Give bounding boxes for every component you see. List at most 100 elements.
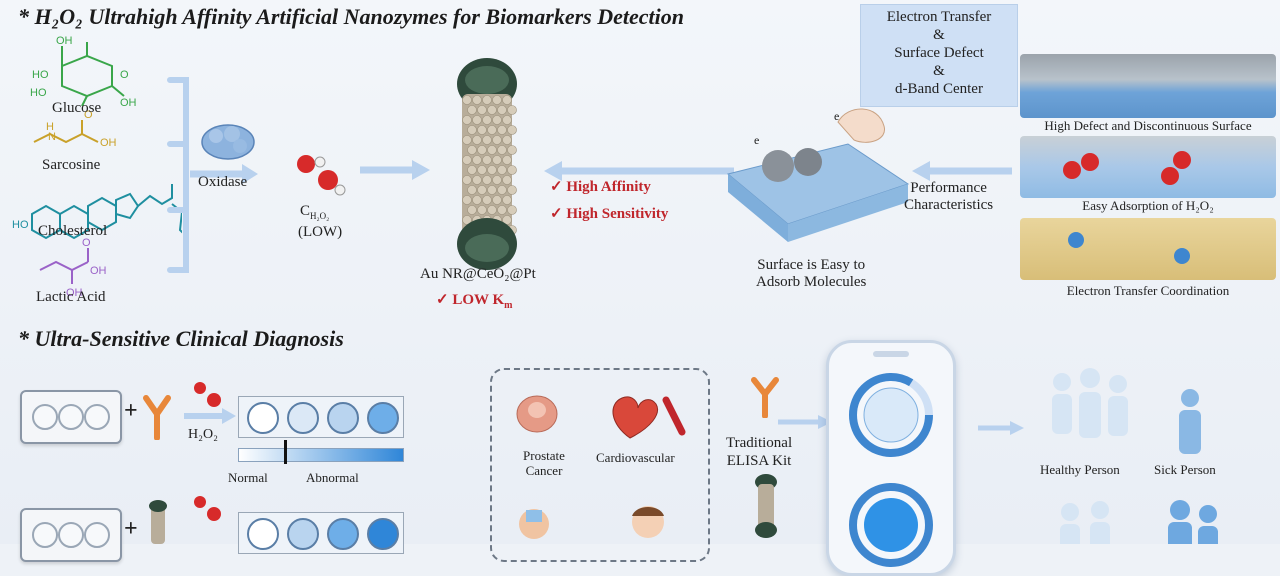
well-plate-1 [20,390,122,444]
check-high-affinity: ✓ High Affinity [550,179,651,195]
sick-person-icon [1179,389,1201,454]
mechanism-box: Electron Transfer & Surface Defect & d-B… [860,4,1018,107]
prostate-icon [516,395,558,433]
svg-text:OH: OH [120,97,137,109]
substrate-lactic-acid: Lactic Acid [36,289,106,305]
nanoparticle-dot [487,205,497,215]
mechanism-line5: d-Band Center [895,81,983,97]
well [58,522,84,548]
panel-adsorption-image [1020,136,1276,198]
h2o2-small-icon-1 [194,382,221,407]
nanoparticle-dot [467,205,477,215]
surface-caption-line2: Adsorb Molecules [756,274,867,290]
healthy-person-label: Healthy Person [1040,462,1120,477]
nanoparticle-dot [502,95,512,105]
nanoparticle-dot [497,145,507,155]
arrow-elisa [778,415,832,429]
nanoparticle-dot [472,95,482,105]
svg-text:HO: HO [32,69,49,81]
performance-line1: Performance [910,180,987,196]
panel-adsorption-molecules [1063,151,1191,185]
svg-text:H: H [46,121,54,133]
nanoparticle-dot [507,125,517,135]
nanoparticle-dot [477,185,487,195]
elisa-antibody-icon [751,377,779,418]
panel-defect-caption: High Defect and Discontinuous Surface [1044,118,1252,133]
top-title-text: H₂O₂ Ultrahigh Affinity Artificial Nanoz… [34,4,685,29]
nanoparticle-dot [462,175,472,185]
nanoparticle-dot [507,185,517,195]
nanoparticle-dot [492,95,502,105]
nanoparticle-dot [477,205,487,215]
scale-abnormal-label: Abnormal [306,470,359,485]
scale-normal-label: Normal [228,470,268,485]
concentration-subscript: H₂O₂ [310,211,330,221]
nanoparticle-dot [472,115,482,125]
well [32,522,58,548]
low-km-label: ✓ LOW Km [436,290,512,311]
km-text: ✓ LOW K [436,292,505,308]
bottom-section-title: * Ultra-Sensitive Clinical Diagnosis [18,326,344,352]
h2o2-low-label: (LOW) [298,224,343,240]
result-well [367,402,399,434]
flow-arrows-left [167,77,430,273]
svg-text:HO: HO [30,87,47,99]
nanoparticle-dot [467,125,477,135]
nanoparticle-dot [467,105,477,115]
surface-adsorption-icon: e e [726,108,910,242]
nanoparticle-dot [477,125,487,135]
nanoparticle-dot [492,115,502,125]
nanoparticle-dot [487,165,497,175]
mechanism-line3: Surface Defect [894,45,984,61]
nanoparticle-dot [507,145,517,155]
arrow-row1 [184,408,236,424]
result-well [327,518,359,550]
h2o2-molecule-icon [297,155,346,196]
result-well [247,518,279,550]
substrate-sarcosine: Sarcosine [42,157,101,173]
nanoparticle-dot [487,125,497,135]
nanoparticle-dot [492,155,502,165]
nanoparticle-dot [472,135,482,145]
nanozyme-small-icon [149,500,167,544]
nanoparticle-dot [497,205,507,215]
substrate-glucose: Glucose [52,100,102,116]
result-well [287,518,319,550]
nanoparticle-dot [502,155,512,165]
title-star: * [18,4,29,29]
panel-electron-caption: Electron Transfer Coordination [1066,283,1230,298]
nanoparticle-dot [507,165,517,175]
nanoparticle-dot [472,155,482,165]
nanoparticle-dot [472,175,482,185]
check-high-sensitivity: ✓ High Sensitivity [550,206,669,222]
threshold-marker [284,440,287,464]
oxidase-label: Oxidase [198,174,248,190]
nanoparticle-dot [502,115,512,125]
nanoparticle-dot [492,175,502,185]
nanoparticle-dot [482,195,492,205]
svg-text:HO: HO [12,219,29,231]
mechanism-line1: Electron Transfer [886,9,992,25]
svg-text:OH: OH [90,265,107,277]
nanoparticle-dot [482,115,492,125]
electron-symbol-a: e [754,133,759,147]
nanoparticle-dot [467,145,477,155]
disease-prostate-label: Prostate Cancer [523,448,565,478]
mechanism-line4: & [933,63,945,79]
surface-caption: Surface is Easy to Adsorb Molecules [756,257,866,291]
antibody-icon [143,395,171,440]
nanoparticle-dot [507,105,517,115]
arrow-from-panels [912,161,1012,181]
elisa-label: Traditional ELISA Kit [726,434,792,470]
nanoparticle-dot [487,105,497,115]
nanoparticle-dot [502,195,512,205]
svg-text:OH: OH [56,35,73,47]
surface-caption-line1: Surface is Easy to [757,257,866,273]
concentration-symbol: C [300,203,311,219]
plus-sign-2: + [124,516,138,542]
phone-result-ring-1 [849,373,933,457]
nanoparticle-dot [477,105,487,115]
nanoparticle-dot [462,215,472,225]
hand-icon [519,509,549,539]
nanoparticle-dot [477,165,487,175]
